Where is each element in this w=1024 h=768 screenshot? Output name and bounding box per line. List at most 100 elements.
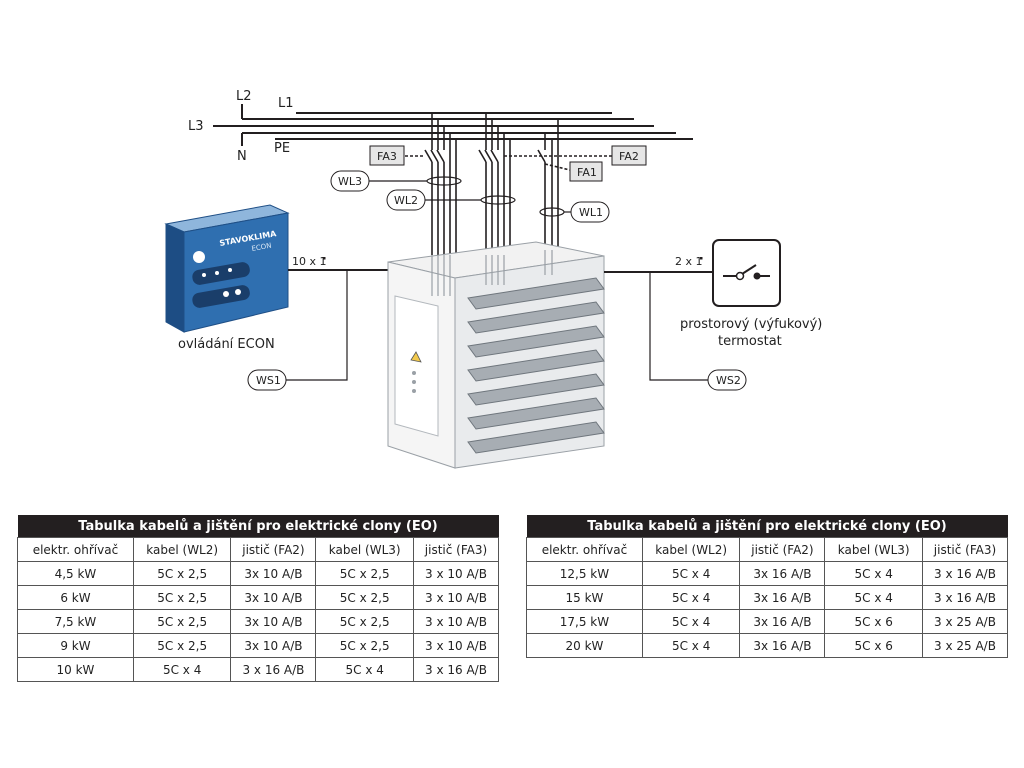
callout-wl1-label: WL1 [579,206,603,219]
callout-ws1: WS1 [247,369,287,391]
table-cell: 5C x 2,5 [132,609,232,634]
supply-bus [213,104,693,146]
thermostat-box [712,239,781,307]
label-l3: L3 [188,119,204,134]
table-cell: 3 x 10 A/B [412,585,500,610]
table-cell: 4,5 kW [17,561,134,586]
callout-ws2: WS2 [707,369,747,391]
callout-wl2: WL2 [386,189,426,211]
callout-ws1-label: WS1 [256,374,281,387]
control-cable-count: 10 x 1 [292,255,327,268]
table-header: kabel (WL3) [824,537,923,562]
table-cell: 3 x 16 A/B [921,561,1009,586]
table-cell: 6 kW [17,585,134,610]
table-cell: 5C x 4 [824,585,923,610]
table-header: jistič (FA3) [412,537,500,562]
table-cell: 5C x 6 [824,633,923,658]
breaker-fa1-label: FA1 [577,166,597,179]
table-cell: 17,5 kW [526,609,643,634]
table-header: kabel (WL2) [132,537,232,562]
table-cell: 3x 16 A/B [739,561,826,586]
table-title: Tabulka kabelů a jištění pro elektrické … [526,515,1008,538]
callout-ws2-label: WS2 [716,374,741,387]
thermostat-caption-line1: prostorový (výfukový) [680,317,822,332]
cable-table-right: Tabulka kabelů a jištění pro elektrické … [526,515,1009,658]
table-row: 10 kW 5C x 4 3 x 16 A/B 5C x 4 3 x 16 A/… [17,657,500,682]
table-cell: 5C x 2,5 [132,561,232,586]
table-row: 9 kW 5C x 2,5 3x 10 A/B 5C x 2,5 3 x 10 … [17,633,500,658]
table-cell: 5C x 4 [641,585,741,610]
table-cell: 3x 16 A/B [739,585,826,610]
thermostat-caption-line2: termostat [718,334,782,349]
table-cell: 3 x 16 A/B [921,585,1009,610]
table-header: jistič (FA3) [921,537,1009,562]
econ-model: ECON [251,242,272,253]
table-title: Tabulka kabelů a jištění pro elektrické … [17,515,499,538]
thermostat-cable-count: 2 x 1 [675,255,703,268]
table-cell: 3 x 16 A/B [230,657,317,682]
table-cell: 5C x 4 [641,561,741,586]
table-cell: 5C x 2,5 [315,633,414,658]
table-cell: 5C x 4 [132,657,232,682]
ws1-leader [286,270,348,381]
label-pe: PE [274,141,290,156]
table-cell: 3 x 10 A/B [412,633,500,658]
table-header: jistič (FA2) [230,537,317,562]
table-row: 20 kW 5C x 4 3x 16 A/B 5C x 6 3 x 25 A/B [526,633,1009,658]
table-cell: 5C x 4 [641,609,741,634]
table-row: 17,5 kW 5C x 4 3x 16 A/B 5C x 6 3 x 25 A… [526,609,1009,634]
table-header-row: elektr. ohřívač kabel (WL2) jistič (FA2)… [17,537,500,562]
table-cell: 5C x 2,5 [132,585,232,610]
breaker-fa2-label: FA2 [619,150,639,163]
table-cell: 3x 10 A/B [230,633,317,658]
econ-indicator-panel [192,262,250,285]
wiring-diagram: L2 L1 L3 N PE FA3 FA2 FA1 [164,89,822,469]
table-row: 7,5 kW 5C x 2,5 3x 10 A/B 5C x 2,5 3 x 1… [17,609,500,634]
label-l1: L1 [278,96,294,111]
table-cell: 3x 10 A/B [230,585,317,610]
table-cell: 5C x 2,5 [315,609,414,634]
table-header: elektr. ohřívač [526,537,643,562]
label-n: N [237,149,247,164]
econ-caption: ovládání ECON [178,337,275,352]
table-cell: 5C x 4 [641,633,741,658]
table-cell: 5C x 4 [315,657,414,682]
callout-wl3: WL3 [330,170,370,192]
table-header: jistič (FA2) [739,537,826,562]
cable-table-left: Tabulka kabelů a jištění pro elektrické … [17,515,500,682]
table-header-row: elektr. ohřívač kabel (WL2) jistič (FA2)… [526,537,1009,562]
breaker-fa3: FA3 [369,145,405,166]
table-cell: 5C x 2,5 [315,585,414,610]
callout-wl1: WL1 [570,201,610,223]
table-cell: 3 x 16 A/B [412,657,500,682]
table-cell: 12,5 kW [526,561,643,586]
table-row: 4,5 kW 5C x 2,5 3x 10 A/B 5C x 2,5 3 x 1… [17,561,500,586]
ws2-leader [649,272,708,381]
table-row: 12,5 kW 5C x 4 3x 16 A/B 5C x 4 3 x 16 A… [526,561,1009,586]
label-l2: L2 [236,89,252,104]
table-cell: 3 x 25 A/B [921,633,1009,658]
breaker-fa2: FA2 [611,145,647,166]
table-cell: 5C x 6 [824,609,923,634]
table-header: elektr. ohřívač [17,537,134,562]
table-cell: 3 x 25 A/B [921,609,1009,634]
breaker-fa3-label: FA3 [377,150,397,163]
air-curtain-heater [387,241,605,469]
table-cell: 3x 10 A/B [230,609,317,634]
table-cell: 3x 16 A/B [739,633,826,658]
table-cell: 5C x 2,5 [315,561,414,586]
table-cell: 3 x 10 A/B [412,609,500,634]
breaker-wiring [405,113,612,255]
warning-sign [410,351,422,363]
callout-wl3-label: WL3 [338,175,362,188]
table-header: kabel (WL3) [315,537,414,562]
table-cell: 7,5 kW [17,609,134,634]
econ-knob [193,251,205,263]
table-cell: 20 kW [526,633,643,658]
heater-louvres [467,277,605,454]
econ-controller: STAVOKLIMA ECON [164,204,290,333]
table-row: 15 kW 5C x 4 3x 16 A/B 5C x 4 3 x 16 A/B [526,585,1009,610]
table-cell: 15 kW [526,585,643,610]
table-row: 6 kW 5C x 2,5 3x 10 A/B 5C x 2,5 3 x 10 … [17,585,500,610]
table-header: kabel (WL2) [641,537,741,562]
